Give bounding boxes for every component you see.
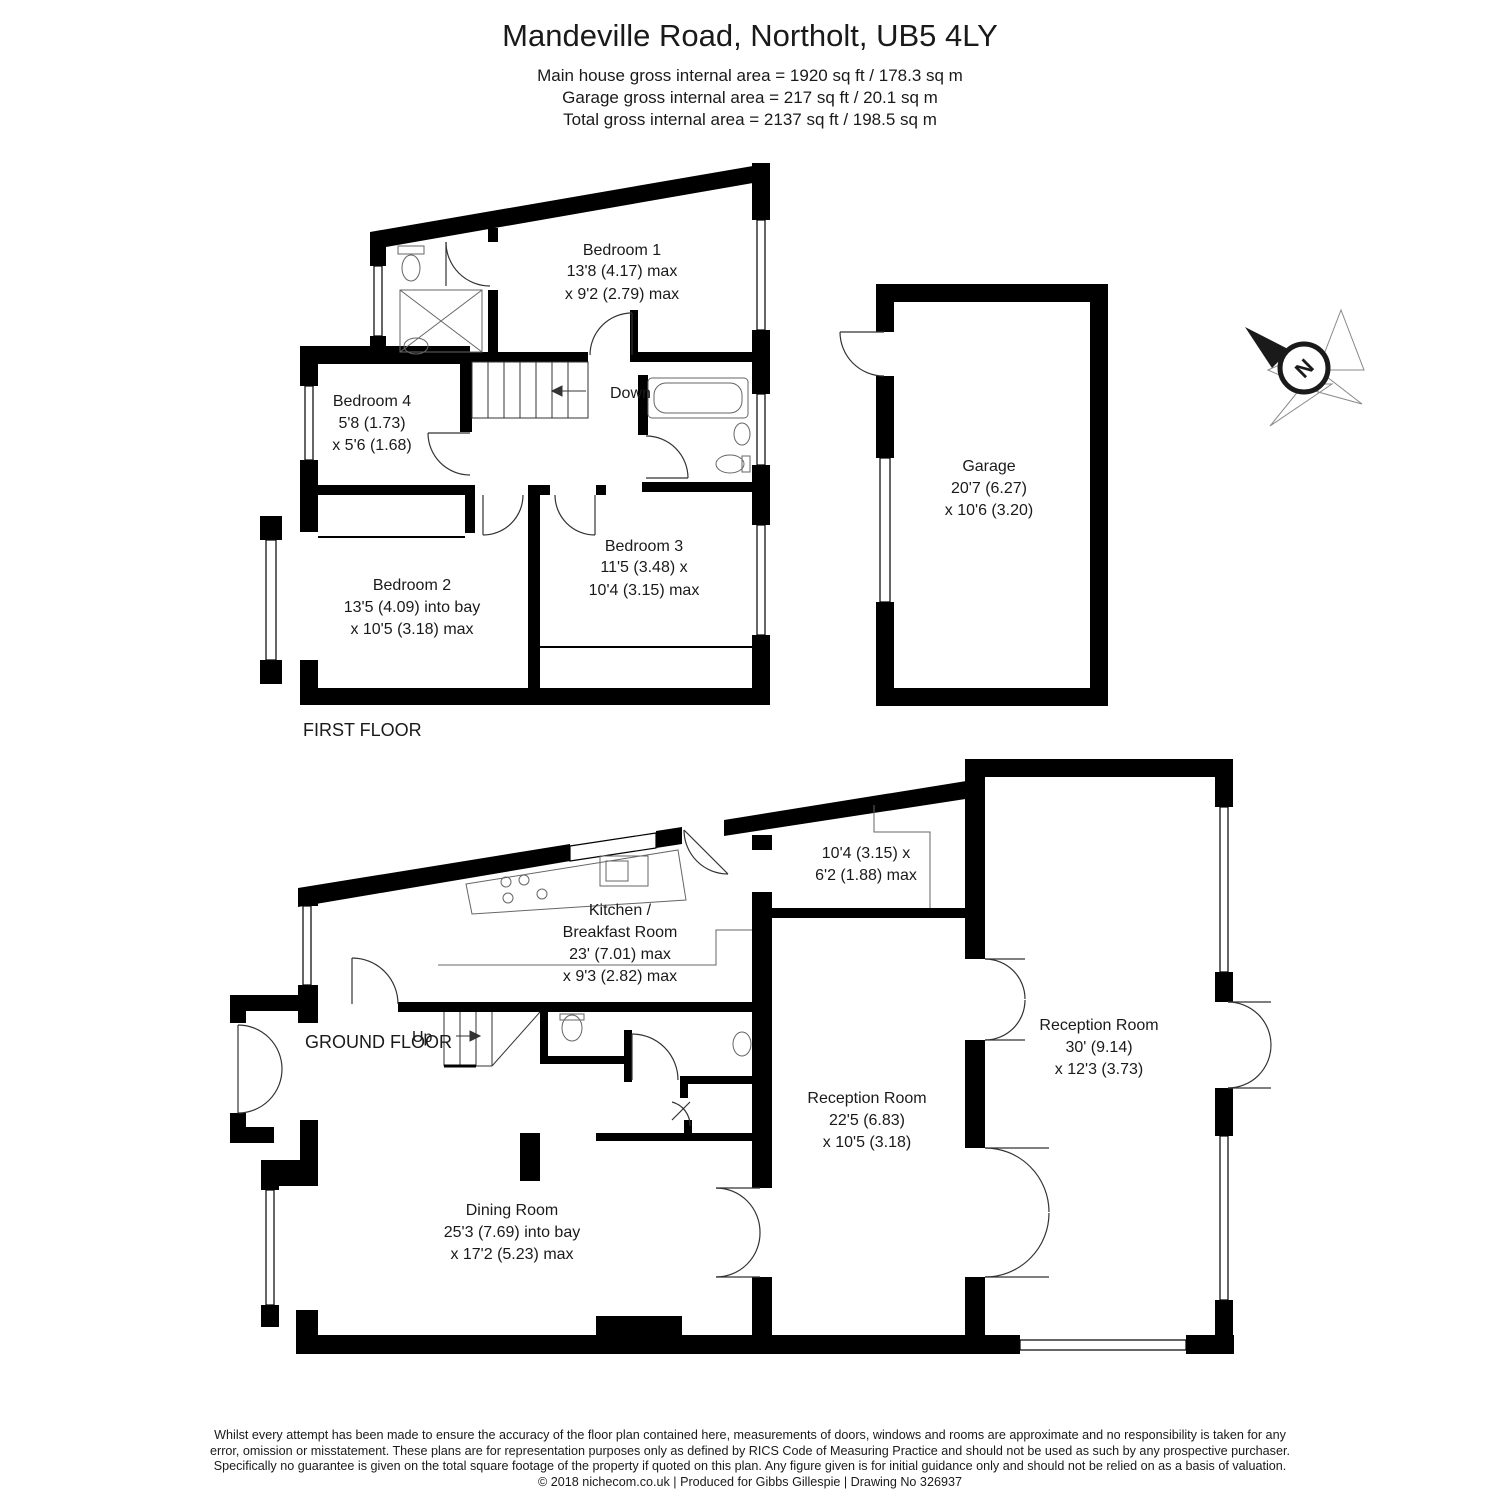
main-house-area: Main house gross internal area = 1920 sq… bbox=[537, 66, 963, 85]
stairs-up-label: Up bbox=[412, 1029, 433, 1046]
kitchen-name-line2: Breakfast Room bbox=[563, 924, 678, 941]
bedroom1-dim1: 13'8 (4.17) max bbox=[567, 263, 678, 280]
bedroom4-dim2: x 5'6 (1.68) bbox=[332, 437, 412, 454]
bedroom4-name: Bedroom 4 bbox=[333, 393, 411, 410]
kitchen-dim2: x 9'3 (2.82) max bbox=[563, 968, 677, 985]
bedroom3-name: Bedroom 3 bbox=[605, 538, 683, 555]
first-floor-label: FIRST FLOOR bbox=[303, 720, 422, 740]
utility-dim1: 10'4 (3.15) x bbox=[822, 845, 910, 862]
kitchen-dim1: 23' (7.01) max bbox=[569, 946, 671, 963]
disclaimer-line-2: error, omission or misstatement. These p… bbox=[210, 1443, 1290, 1458]
first-floor-doors bbox=[427, 241, 689, 536]
ground-floor-doors bbox=[237, 829, 1272, 1278]
first-floor-walls bbox=[260, 163, 770, 705]
bedroom2-dim1: 13'5 (4.09) into bay bbox=[344, 599, 480, 616]
plan-title: Mandeville Road, Northolt, UB5 4LY bbox=[502, 18, 998, 53]
dining-room-name: Dining Room bbox=[466, 1202, 558, 1219]
garage-dim1: 20'7 (6.27) bbox=[951, 480, 1027, 497]
ground-floor-stairs bbox=[443, 1011, 541, 1068]
ground-floor-plan: Up 10'4 (3.15) x 6'2 (1.88) max Kitchen … bbox=[230, 759, 1272, 1354]
reception-room-1-name: Reception Room bbox=[807, 1090, 926, 1107]
reception-room-1-dim1: 22'5 (6.83) bbox=[829, 1112, 905, 1129]
ground-floor-fixtures bbox=[438, 805, 931, 1057]
disclaimer-line-3: Specifically no guarantee is given on th… bbox=[213, 1459, 1287, 1473]
disclaimer-line-1: Whilst every attempt has been made to en… bbox=[214, 1428, 1286, 1442]
reception-room-2-dim2: x 12'3 (3.73) bbox=[1055, 1061, 1143, 1078]
bedroom3-dim1: 11'5 (3.48) x bbox=[600, 559, 687, 576]
kitchen-name-line1: Kitchen / bbox=[589, 902, 652, 919]
garage-area: Garage gross internal area = 217 sq ft /… bbox=[562, 88, 938, 107]
first-floor-stairs bbox=[471, 361, 589, 419]
copyright-footer: © 2018 nichecom.co.uk | Produced for Gib… bbox=[538, 1475, 962, 1489]
utility-dim2: 6'2 (1.88) max bbox=[815, 867, 917, 884]
garage-door bbox=[839, 331, 885, 377]
dining-room-dim1: 25'3 (7.69) into bay bbox=[444, 1224, 580, 1241]
garage-walls bbox=[876, 284, 1108, 706]
ground-floor-walls bbox=[230, 759, 1234, 1354]
first-floor-windows bbox=[265, 219, 766, 661]
bedroom2-dim2: x 10'5 (3.18) max bbox=[350, 621, 473, 638]
bedroom2-name: Bedroom 2 bbox=[373, 577, 451, 594]
garage-name: Garage bbox=[962, 458, 1015, 475]
total-area: Total gross internal area = 2137 sq ft /… bbox=[563, 110, 937, 129]
garage-dim2: x 10'6 (3.20) bbox=[945, 502, 1033, 519]
bedroom3-dim2: 10'4 (3.15) max bbox=[589, 582, 700, 599]
reception-room-1-dim2: x 10'5 (3.18) bbox=[823, 1134, 911, 1151]
reception-room-2-name: Reception Room bbox=[1039, 1017, 1158, 1034]
first-floor-plan: Down Bedroom 1 13'8 (4.17) max x 9'2 (2.… bbox=[260, 163, 770, 740]
first-floor-fixtures bbox=[318, 245, 752, 648]
reception-room-2-dim1: 30' (9.14) bbox=[1065, 1039, 1132, 1056]
bedroom1-name: Bedroom 1 bbox=[583, 242, 661, 259]
garage-window bbox=[879, 457, 891, 603]
ground-floor-title: GROUND FLOOR bbox=[305, 1032, 453, 1052]
garage-plan: Garage 20'7 (6.27) x 10'6 (3.20) bbox=[839, 284, 1108, 706]
bedroom1-dim2: x 9'2 (2.79) max bbox=[565, 286, 679, 303]
ground-floor-windows bbox=[265, 806, 1229, 1351]
dining-room-dim2: x 17'2 (5.23) max bbox=[450, 1246, 573, 1263]
compass-rose: N bbox=[1245, 308, 1365, 427]
stairs-down-label: Down bbox=[610, 385, 651, 402]
bedroom4-dim1: 5'8 (1.73) bbox=[338, 415, 405, 432]
